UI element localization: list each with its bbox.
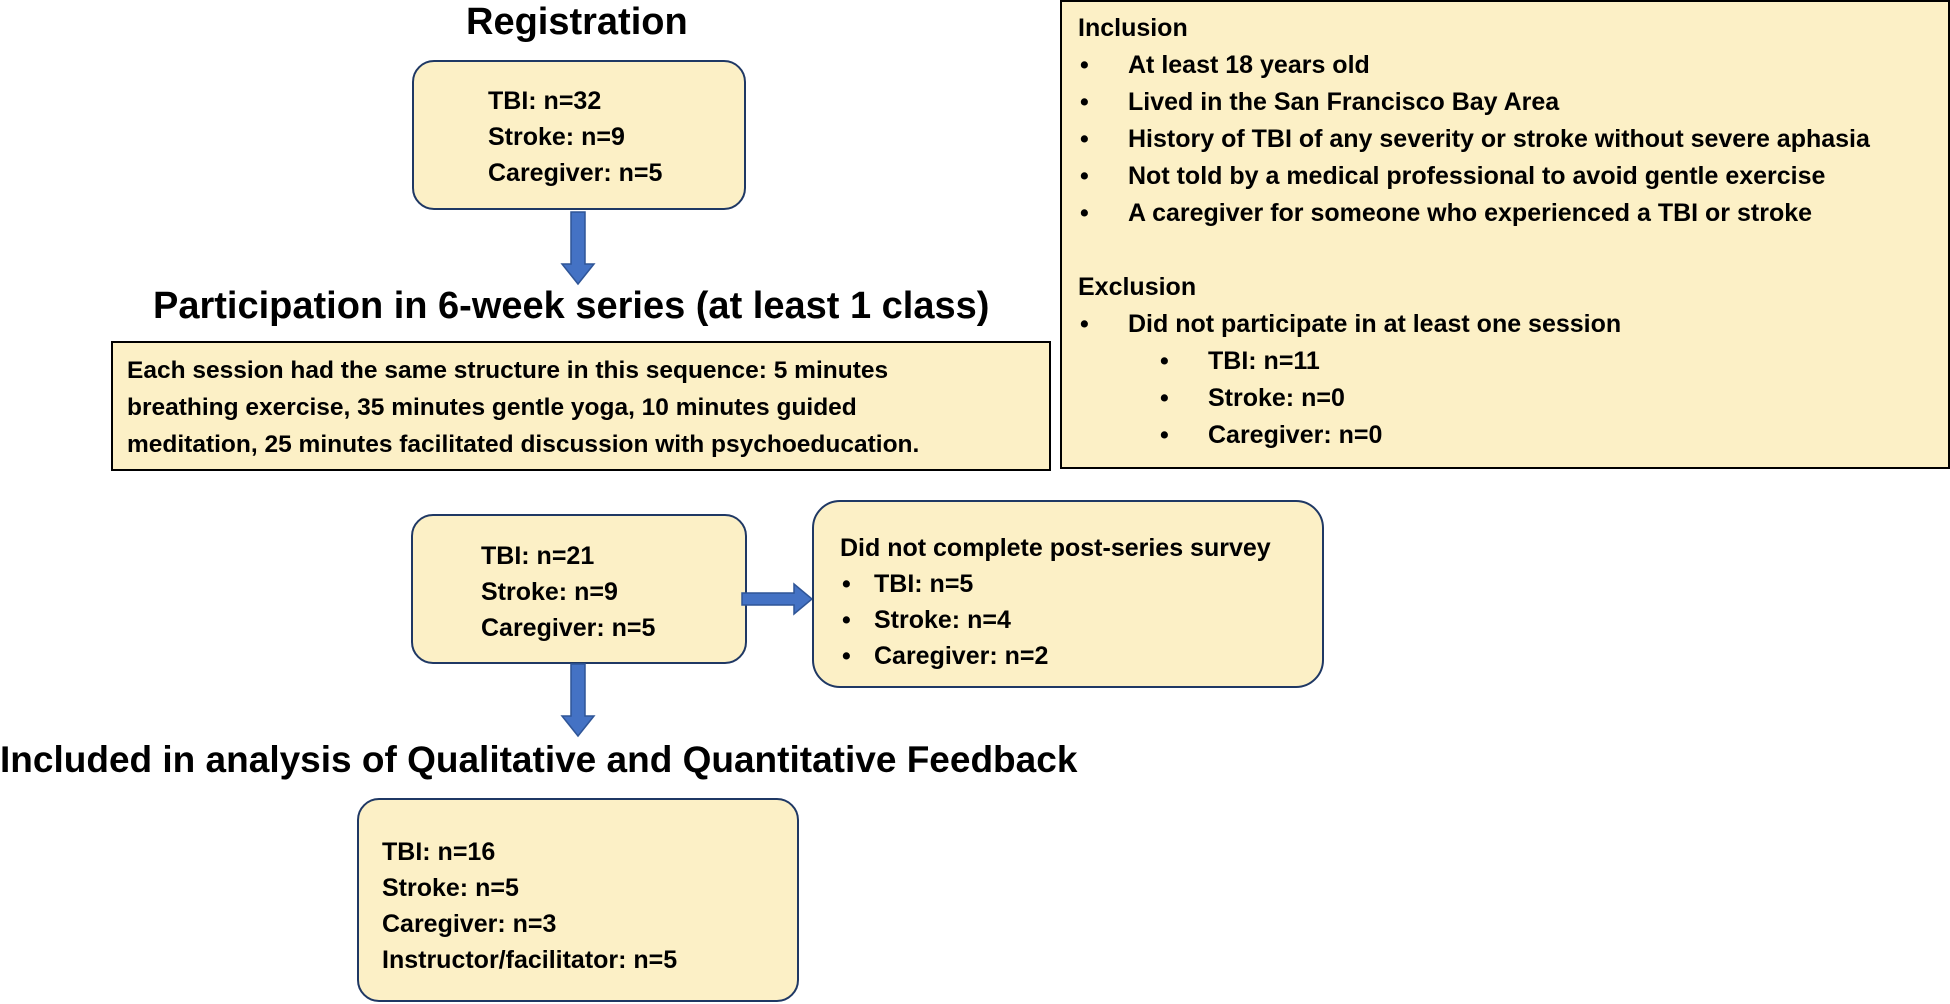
not-completed-box: Did not complete post-series survey •TBI… [812,500,1324,688]
session-line-1: Each session had the same structure in t… [127,357,889,384]
session-line-2: breathing exercise, 35 minutes gentle yo… [127,394,857,421]
exclusion-item: •Did not participate in at least one ses… [1080,310,1622,338]
inclusion-item: •History of TBI of any severity or strok… [1080,125,1870,153]
session-structure-box: Each session had the same structure in t… [111,341,1051,471]
inclusion-list: •At least 18 years old •Lived in the San… [1078,47,1948,232]
inclusion-item: •At least 18 years old [1080,51,1370,79]
not-completed-item: •Stroke: n=4 [842,606,1011,634]
registration-tbi: TBI: n=32 [488,87,602,115]
included-caregiver: Caregiver: n=3 [382,910,557,938]
included-instructor: Instructor/facilitator: n=5 [382,946,678,974]
arrow-down-participation [560,663,596,738]
heading-registration: Registration [466,1,688,43]
registration-caregiver: Caregiver: n=5 [488,159,663,187]
exclusion-list: •Did not participate in at least one ses… [1078,306,1948,454]
inclusion-title: Inclusion [1078,14,1188,42]
participation-tbi: TBI: n=21 [481,542,595,570]
inclusion-item: •Lived in the San Francisco Bay Area [1080,88,1560,116]
not-completed-list: •TBI: n=5 •Stroke: n=4 •Caregiver: n=2 [840,566,1322,674]
registration-box: TBI: n=32 Stroke: n=9 Caregiver: n=5 [412,60,746,210]
exclusion-subitem: •Caregiver: n=0 [1160,421,1383,449]
participation-caregiver: Caregiver: n=5 [481,614,656,642]
not-completed-item: •Caregiver: n=2 [842,642,1049,670]
participation-box: TBI: n=21 Stroke: n=9 Caregiver: n=5 [411,514,747,664]
not-completed-item: •TBI: n=5 [842,570,974,598]
session-line-3: meditation, 25 minutes facilitated discu… [127,431,920,458]
exclusion-subitem: •Stroke: n=0 [1160,384,1345,412]
inclusion-item: •Not told by a medical professional to a… [1080,162,1826,190]
heading-included: Included in analysis of Qualitative and … [0,739,1078,780]
included-box: TBI: n=16 Stroke: n=5 Caregiver: n=3 Ins… [357,798,799,1002]
inclusion-item: •A caregiver for someone who experienced… [1080,199,1813,227]
registration-stroke: Stroke: n=9 [488,123,625,151]
arrow-down-registration [560,211,596,286]
included-tbi: TBI: n=16 [382,838,496,866]
arrow-right-not-completed [741,582,814,616]
participation-stroke: Stroke: n=9 [481,578,618,606]
criteria-box: Inclusion •At least 18 years old •Lived … [1060,0,1950,469]
not-completed-title: Did not complete post-series survey [840,534,1271,562]
exclusion-subitem: •TBI: n=11 [1160,347,1320,375]
exclusion-title: Exclusion [1078,273,1197,301]
included-stroke: Stroke: n=5 [382,874,519,902]
heading-participation: Participation in 6-week series (at least… [153,285,990,327]
